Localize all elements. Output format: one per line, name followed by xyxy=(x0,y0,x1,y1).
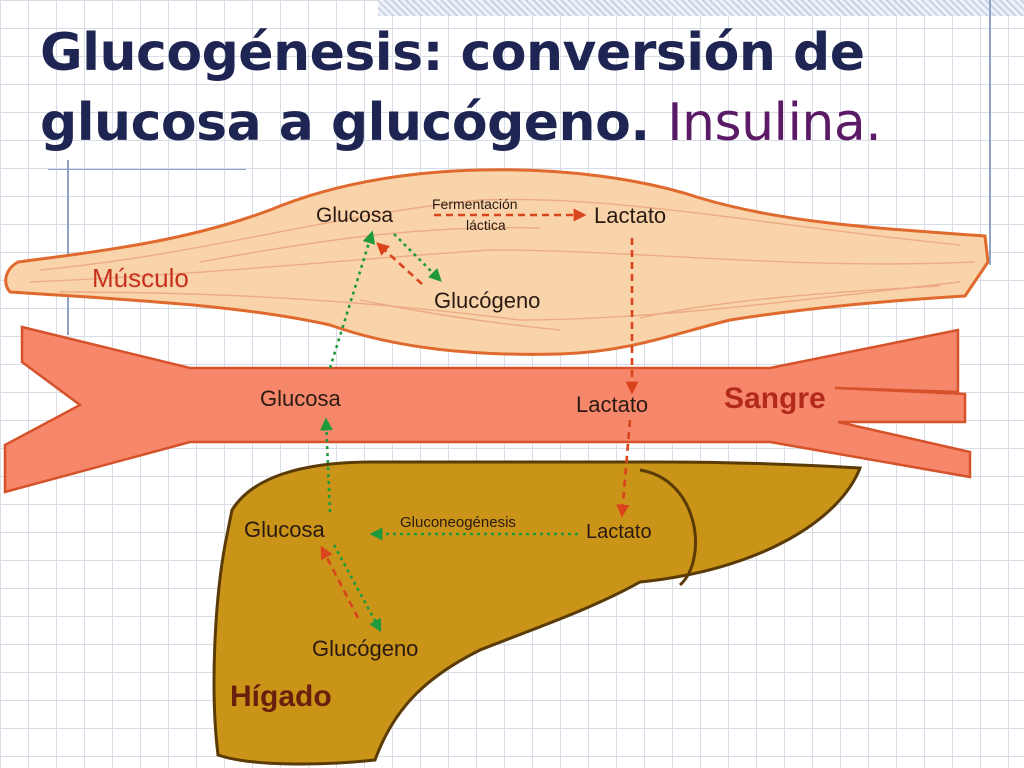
liver-glucogeno: Glucógeno xyxy=(312,636,418,661)
liver-glucosa: Glucosa xyxy=(244,517,325,542)
blood-glucosa: Glucosa xyxy=(260,386,341,411)
arrow-lactate-to-liver xyxy=(616,419,632,518)
arrow-liver-glycogenolysis xyxy=(320,545,360,619)
arrow-liver-glucose-to-blood xyxy=(319,417,333,513)
frame-line-right xyxy=(989,0,991,265)
frame-line-top xyxy=(48,169,246,170)
muscle-label: Músculo xyxy=(92,263,189,293)
gluconeogenesis-label: Gluconeogénesis xyxy=(400,514,516,531)
title-main: Glucogénesis: conversión de glucosa a gl… xyxy=(40,23,865,153)
muscle-shape xyxy=(4,168,990,356)
fermentation-line2: láctica xyxy=(466,217,506,233)
arrow-liver-glycogenesis xyxy=(332,544,382,633)
muscle-glucosa: Glucosa xyxy=(316,204,393,227)
blood-vessel-shape xyxy=(3,325,972,494)
blood-label: Sangre xyxy=(724,382,826,415)
arrow-blood-glucose-to-muscle xyxy=(328,230,376,369)
arrow-muscle-glycogenolysis xyxy=(376,242,423,285)
title-period: . xyxy=(630,93,650,153)
blood-lactato: Lactato xyxy=(576,392,648,417)
frame-line-left xyxy=(67,160,69,335)
fermentation-line1: Fermentación xyxy=(432,196,518,212)
corner-decoration xyxy=(378,0,1024,16)
muscle-lactato: Lactato xyxy=(594,203,666,228)
muscle-glucogeno: Glucógeno xyxy=(434,288,540,313)
liver-shape xyxy=(212,460,863,766)
title-accent: Insulina. xyxy=(667,93,882,153)
liver-label: Hígado xyxy=(230,680,332,713)
liver-lactato: Lactato xyxy=(586,521,652,543)
slide-title: Glucogénesis: conversión de glucosa a gl… xyxy=(40,18,1000,158)
